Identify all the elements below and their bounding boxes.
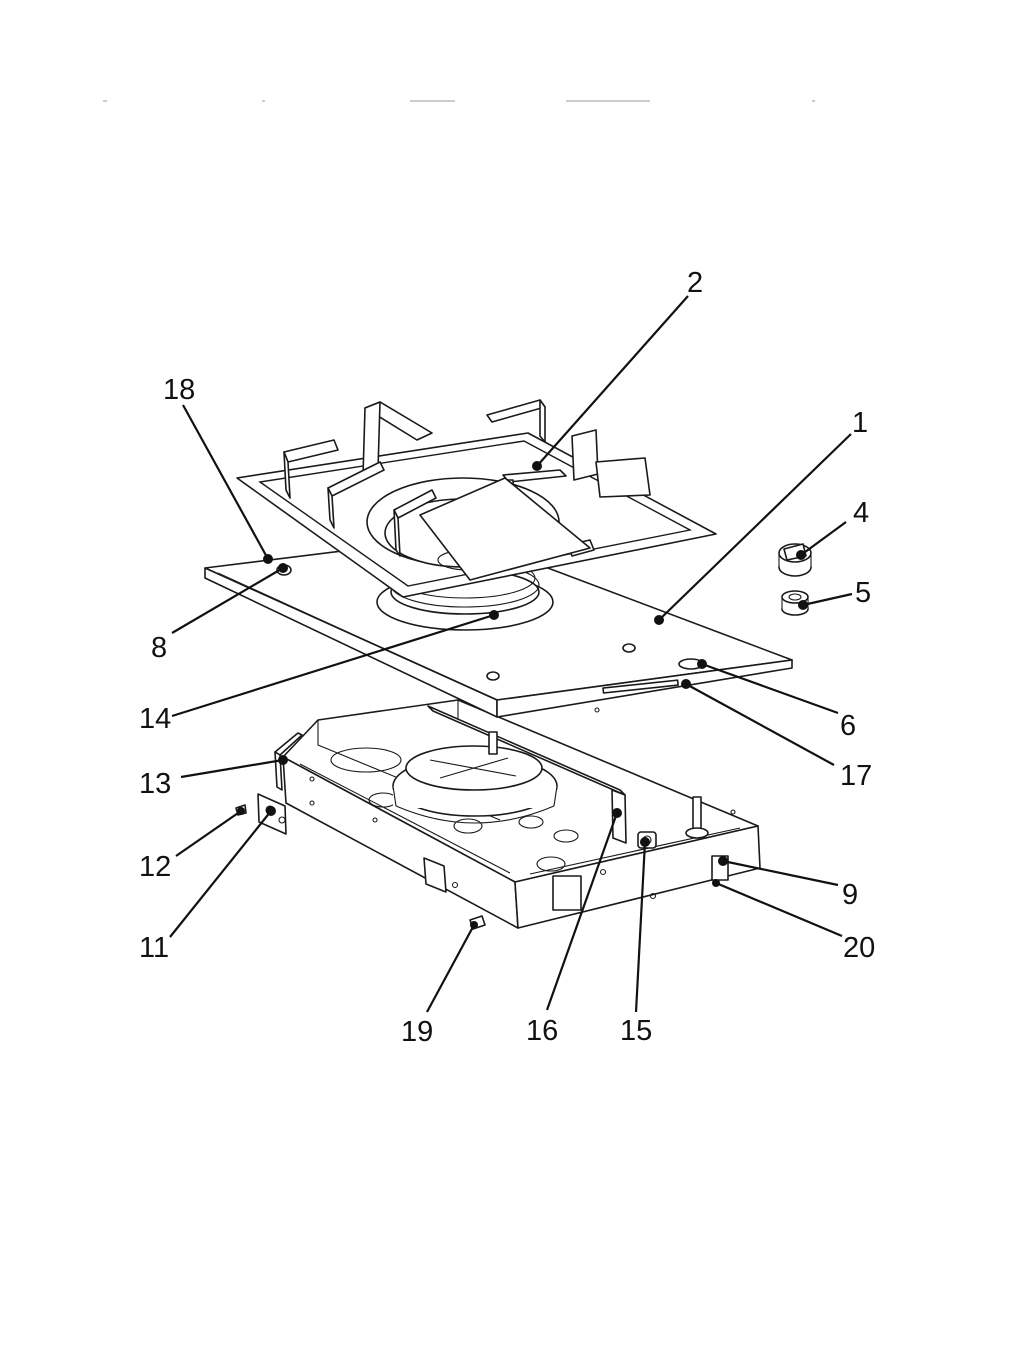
callout-8: 8 — [151, 632, 167, 664]
callout-20: 20 — [843, 932, 875, 964]
callout-leaders — [169, 295, 853, 1013]
callout-16: 16 — [526, 1015, 558, 1047]
callout-2: 2 — [687, 267, 703, 299]
callout-19: 19 — [401, 1016, 433, 1048]
callout-15: 15 — [620, 1015, 652, 1047]
control-knob — [778, 543, 812, 577]
callout-17: 17 — [840, 760, 872, 792]
callout-labels: 1 2 4 5 6 8 9 11 12 13 14 15 16 17 18 19… — [139, 267, 875, 1048]
callout-6: 6 — [840, 710, 856, 742]
lower-burner — [330, 731, 558, 824]
callout-13: 13 — [139, 768, 171, 800]
callout-1: 1 — [852, 407, 868, 439]
burner-housing — [282, 699, 761, 929]
callout-11: 11 — [139, 932, 169, 964]
callout-5: 5 — [855, 577, 871, 609]
callout-4: 4 — [853, 497, 869, 529]
pan-support-grate — [236, 399, 717, 598]
callout-12: 12 — [139, 851, 171, 883]
callout-9: 9 — [842, 879, 858, 911]
callout-14: 14 — [139, 703, 171, 735]
callout-18: 18 — [163, 374, 195, 406]
